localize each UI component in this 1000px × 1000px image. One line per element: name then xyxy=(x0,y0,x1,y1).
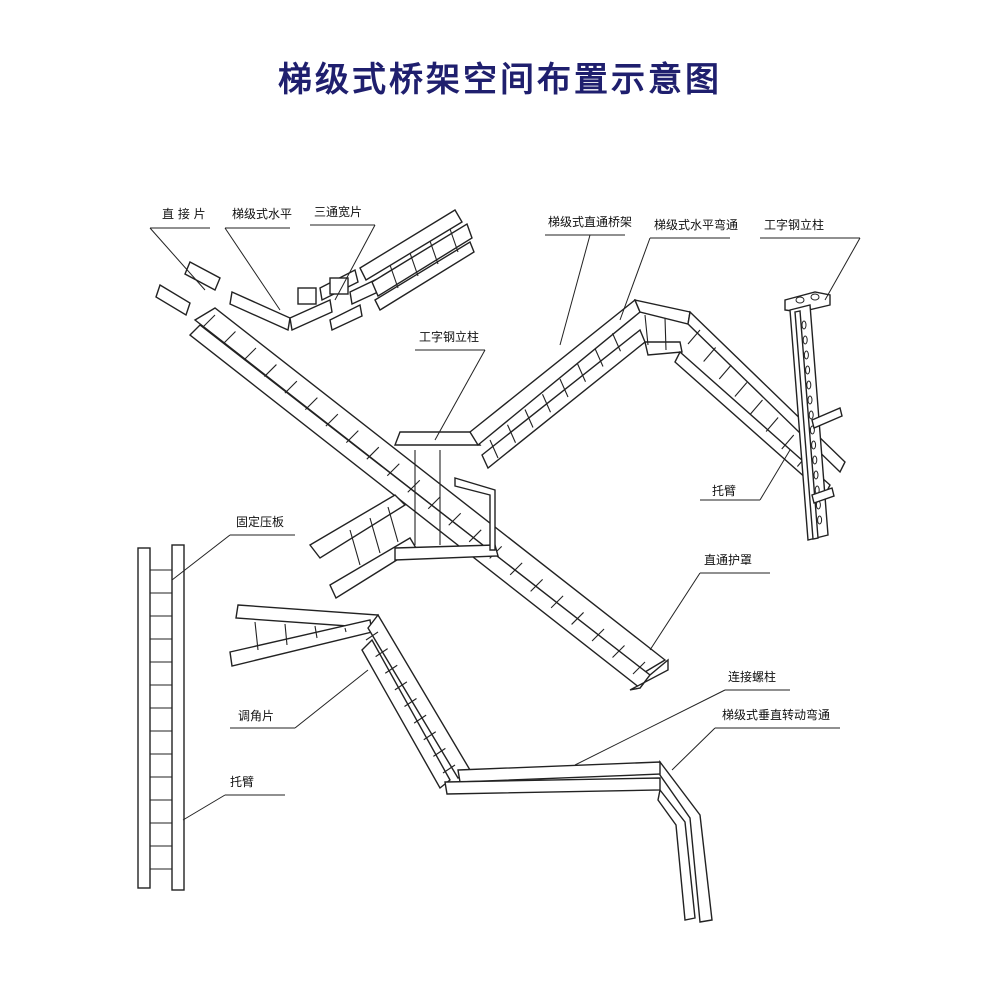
column-hole xyxy=(805,365,811,375)
column-hole xyxy=(817,515,823,525)
leader-lines xyxy=(149,224,861,821)
ladder-rung xyxy=(703,347,717,362)
column-hole xyxy=(807,395,813,405)
ladder-rung xyxy=(366,446,380,460)
ladder-rung xyxy=(506,424,517,443)
ladder-rung xyxy=(781,434,795,450)
ladder-rung xyxy=(375,648,388,658)
column-hole xyxy=(809,425,815,435)
ladder-rung xyxy=(571,612,584,625)
ladder-rung xyxy=(223,331,236,344)
ladder-rung xyxy=(576,363,587,382)
ladder-rung xyxy=(734,382,748,397)
ladder-rung xyxy=(325,413,339,427)
label-tiji-zhitong-qiaojia: 梯级式直通桥架 xyxy=(548,215,632,229)
straight-tray-and-horizontal-elbow xyxy=(469,298,846,497)
label-santong-kuanpian: 三通宽片 xyxy=(314,204,362,219)
lower-tray-assembly xyxy=(229,604,713,923)
ladder-rung xyxy=(365,631,379,641)
ladder-rung xyxy=(384,664,398,674)
ladder-rung xyxy=(468,529,482,543)
column-hole xyxy=(812,455,818,465)
left-vertical-ladder xyxy=(137,544,185,891)
column-hole xyxy=(801,320,807,330)
ladder-rung xyxy=(718,364,732,380)
ladder-rung xyxy=(394,681,408,691)
label-zhitong-huzhao: 直通护罩 xyxy=(704,553,752,567)
label-tuobi-left: 托臂 xyxy=(230,775,254,789)
ladder-rung xyxy=(442,764,456,774)
ladder-rung xyxy=(750,399,763,415)
label-tiji-shuiping-wantong: 梯级式水平弯通 xyxy=(654,217,738,232)
label-lianjie-luozhu: 连接螺柱 xyxy=(728,669,776,684)
ladder-rung xyxy=(284,380,298,394)
ladder-rung xyxy=(687,329,701,345)
ladder-rung xyxy=(541,394,552,413)
column-hole xyxy=(806,380,812,390)
label-tiaojiao-pian: 调角片 xyxy=(238,709,274,723)
ladder-rung xyxy=(404,698,417,707)
ladder-rung xyxy=(202,314,216,328)
ladder-rung xyxy=(448,512,462,526)
ladder-rung xyxy=(304,397,318,411)
label-guding-yaban: 固定压板 xyxy=(236,514,284,529)
ladder-rung xyxy=(632,661,646,675)
ladder-rung xyxy=(524,409,534,428)
column-hole xyxy=(811,440,817,450)
ladder-rung xyxy=(423,731,437,741)
ladder-rung xyxy=(612,645,625,658)
ladder-rung xyxy=(765,417,779,432)
upper-left-fittings xyxy=(155,261,379,332)
i-beam-column xyxy=(784,291,843,541)
column-hole xyxy=(808,410,814,420)
ladder-rung xyxy=(345,430,359,444)
ladder-rung xyxy=(611,333,622,352)
ladder-rung xyxy=(559,378,569,398)
ladder-rung xyxy=(407,479,421,493)
label-tiji-chuizhi-zhuandong-wantong: 梯级式垂直转动弯通 xyxy=(722,707,830,722)
ladder-rung xyxy=(243,347,257,361)
ladder-rung xyxy=(489,439,499,459)
ladder-rung xyxy=(594,348,604,367)
ladder-rung xyxy=(433,747,446,757)
label-tiji-shuiping: 梯级式水平 xyxy=(232,207,292,221)
column-hole xyxy=(813,470,819,480)
label-gongzigang-lizhu-top: 工字钢立柱 xyxy=(764,217,824,232)
label-zhijie-pian: 直 接 片 xyxy=(162,206,206,221)
ladder-rung xyxy=(530,578,544,592)
ladder-rung xyxy=(550,595,564,609)
ladder-rung xyxy=(591,628,605,642)
ladder-rung xyxy=(427,496,441,510)
column-hole xyxy=(802,335,808,345)
ladder-rung xyxy=(413,714,427,724)
ladder-rung xyxy=(509,562,523,576)
ladder-rung xyxy=(386,463,400,477)
center-cross-tee xyxy=(308,431,499,600)
diagram-title: 梯级式桥架空间布置示意图 xyxy=(278,60,722,100)
upper-short-tray xyxy=(359,209,475,311)
label-tuobi-right: 托臂 xyxy=(712,484,736,498)
column-hole xyxy=(803,350,809,360)
ladder-rung xyxy=(264,364,277,377)
label-gongzigang-lizhu-mid: 工字钢立柱 xyxy=(419,329,479,344)
